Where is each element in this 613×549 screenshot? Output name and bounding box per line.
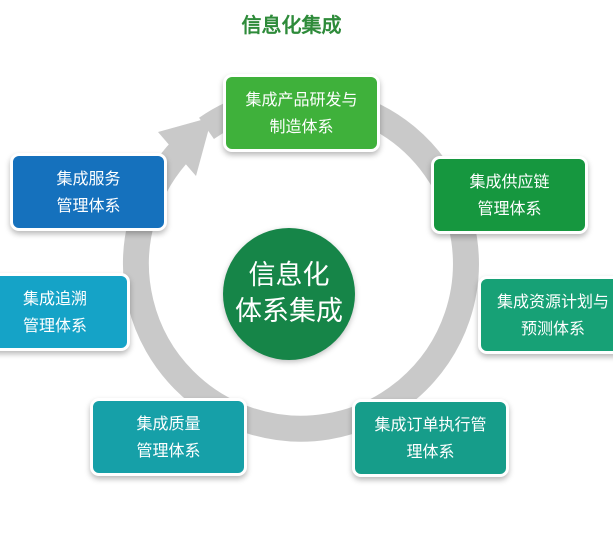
node-order-execution: 集成订单执行管 理体系 <box>352 399 509 477</box>
node-label-line2: 管理体系 <box>56 196 121 215</box>
node-traceability: 集成追溯 管理体系 <box>0 273 130 351</box>
node-label-line1: 集成质量 <box>136 414 201 433</box>
node-label-line2: 制造体系 <box>269 117 334 136</box>
node-label-line1: 集成追溯 <box>22 289 87 308</box>
node-label-line2: 预测体系 <box>520 319 585 338</box>
node-product-rd-manufacturing: 集成产品研发与 制造体系 <box>223 74 380 152</box>
node-label-line1: 集成服务 <box>56 169 121 188</box>
node-label-line2: 管理体系 <box>477 199 542 218</box>
node-supply-chain: 集成供应链 管理体系 <box>431 156 588 234</box>
node-label-line2: 管理体系 <box>136 441 201 460</box>
node-label-line1: 集成资源计划与 <box>496 292 609 311</box>
center-label-line2: 体系集成 <box>235 296 343 327</box>
center-hub: 信息化 体系集成 <box>223 228 355 360</box>
node-label-line2: 理体系 <box>406 442 455 461</box>
center-label-line1: 信息化 <box>248 260 330 291</box>
node-label-line1: 集成订单执行管 <box>374 415 487 434</box>
node-service-management: 集成服务 管理体系 <box>10 153 167 231</box>
diagram-title: 信息化集成 <box>241 13 342 37</box>
node-resource-planning-forecast: 集成资源计划与 预测体系 <box>478 276 613 354</box>
node-quality-management: 集成质量 管理体系 <box>90 398 247 476</box>
node-label-line1: 集成产品研发与 <box>245 90 358 109</box>
node-label-line1: 集成供应链 <box>469 172 550 191</box>
node-label-line2: 管理体系 <box>22 316 87 335</box>
